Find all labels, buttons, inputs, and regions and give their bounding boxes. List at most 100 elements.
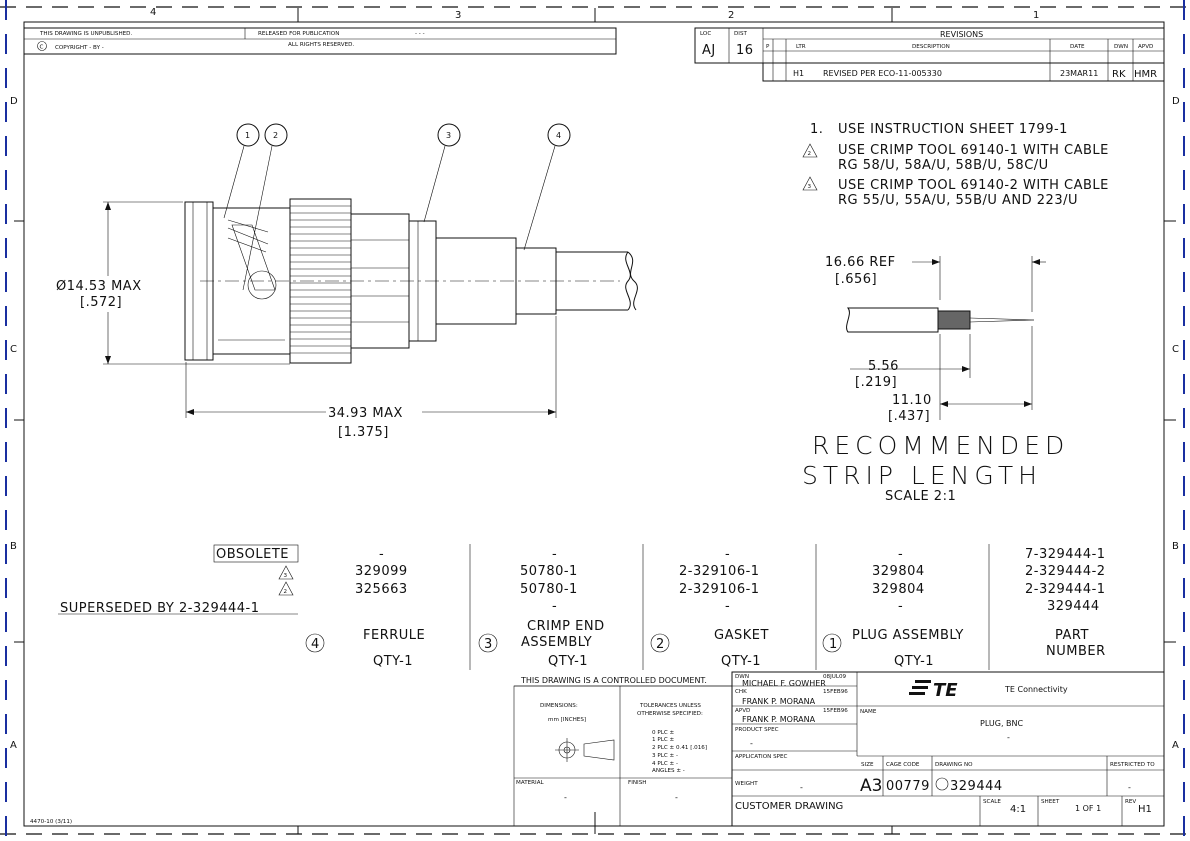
- part-name: PLUG, BNC: [980, 719, 1023, 728]
- bom-flag-3-icon: [278, 565, 294, 580]
- copyright-text: COPYRIGHT - BY -: [55, 45, 104, 51]
- bnc-plug-drawing: [184, 198, 638, 364]
- note-3-text2: RG 55/U, 55A/U, 55B/U AND 223/U: [838, 193, 1078, 208]
- drawing-no-label: DRAWING NO: [935, 762, 973, 768]
- bom-1-qty: QTY-1: [894, 654, 934, 669]
- form-number: 4470-10 (3/11): [30, 819, 72, 825]
- bom-1-r4: -: [898, 599, 903, 614]
- restricted-value: -: [1128, 783, 1131, 792]
- bom-3-name2: ASSEMBLY: [521, 635, 592, 650]
- scale-label: SCALE: [983, 799, 1001, 805]
- zone-c-right: C: [1172, 344, 1179, 355]
- te-logo: TE: [909, 680, 958, 701]
- strip-dim-1: 5.56: [868, 359, 899, 374]
- apvd-date: 15FEB96: [823, 708, 848, 714]
- rev-col-desc: DESCRIPTION: [912, 44, 950, 50]
- rev-desc: REVISED PER ECO-11-005330: [823, 69, 942, 78]
- tol-1: 1 PLC ±: [652, 737, 675, 743]
- rev-col-p: P: [766, 44, 770, 50]
- bom-3-r1: -: [552, 547, 557, 562]
- chk-date: 15FEB96: [823, 689, 848, 695]
- bom-flag-3: 3: [284, 573, 288, 579]
- bom-3-r2: 50780-1: [520, 564, 578, 579]
- bom-2-r2: 2-329106-1: [679, 564, 760, 579]
- bom-2-name: GASKET: [714, 628, 769, 643]
- strip-dim-2: 11.10: [892, 393, 932, 408]
- tol-2: 2 PLC ± 0.41 [.016]: [652, 745, 707, 751]
- strip-dim-2-in: [.437]: [888, 409, 930, 424]
- balloon-3: [437, 123, 461, 147]
- bom-flag-2: 2: [284, 589, 288, 595]
- rev-label: REV: [1125, 799, 1136, 805]
- balloon-1: [236, 123, 260, 147]
- tol-4: 4 PLC ± -: [652, 761, 678, 767]
- bom-3-r3: 50780-1: [520, 582, 578, 597]
- bom-2-qty: QTY-1: [721, 654, 761, 669]
- loc-value: AJ: [702, 43, 716, 58]
- revisions-header: REVISIONS: [940, 30, 983, 39]
- braid-shield: [937, 310, 971, 330]
- revisions-block: LOC AJ DIST 16 REVISIONS P LTR DESCRIPTI…: [694, 27, 1165, 82]
- strip-dim-1-in: [.219]: [855, 375, 897, 390]
- bom-col-part-number: 7-329444-1 2-329444-2 2-329444-1 329444 …: [1025, 547, 1106, 659]
- rev-col-ltr: LTR: [796, 44, 806, 50]
- chk-name: FRANK P. MORANA: [742, 697, 816, 706]
- bom-3-num: 3: [484, 637, 493, 652]
- bom-col-gasket: - 2-329106-1 2-329106-1 - 2 GASKET QTY-1: [650, 547, 769, 669]
- obsolete-label: OBSOLETE: [216, 547, 289, 562]
- scale-value: 4:1: [1010, 804, 1026, 815]
- bom-1-name: PLUG ASSEMBLY: [852, 628, 964, 643]
- publication-strip: THIS DRAWING IS UNPUBLISHED. RELEASED FO…: [23, 27, 617, 55]
- apvd-label: APVD: [735, 708, 750, 714]
- bom-1-r1: -: [898, 547, 903, 562]
- material-value: -: [564, 793, 567, 802]
- tol-0: 0 PLC ±: [652, 730, 675, 736]
- strip-length-detail: 16.66 REF [.656] 5.56 [.219] 11.10 [.437…: [802, 255, 1064, 504]
- dist-value: 16: [736, 43, 754, 58]
- finish-value: -: [675, 793, 678, 802]
- controlled-text: THIS DRAWING IS A CONTROLLED DOCUMENT.: [520, 676, 707, 685]
- name-label: NAME: [860, 709, 877, 715]
- part-name-2: -: [1007, 733, 1010, 742]
- part-r2: 2-329444-2: [1025, 564, 1106, 579]
- bom-4-qty: QTY-1: [373, 654, 413, 669]
- customer-drawing: CUSTOMER DRAWING: [735, 801, 843, 812]
- balloon-2-text: 2: [273, 131, 278, 140]
- balloon-3-text: 3: [446, 131, 451, 140]
- length-dim: 34.93 MAX: [328, 406, 403, 421]
- bom-4-name: FERRULE: [363, 628, 425, 643]
- product-spec-label: PRODUCT SPEC: [735, 727, 779, 733]
- bom-flag-2-icon: [278, 581, 294, 596]
- zone-d-left: D: [10, 96, 18, 107]
- note-3-num: 3: [808, 184, 812, 190]
- bom-4-r2: 329099: [355, 564, 408, 579]
- bom-4-r3: 325663: [355, 582, 408, 597]
- note-3-text: USE CRIMP TOOL 69140-2 WITH CABLE: [838, 178, 1109, 193]
- note-1-num: 1.: [810, 122, 823, 137]
- notes: 1. USE INSTRUCTION SHEET 1799-1 2 USE CR…: [802, 122, 1109, 208]
- superseded-label: SUPERSEDED BY 2-329444-1: [60, 601, 260, 616]
- bom-2-num: 2: [656, 637, 665, 652]
- tolerances-label2: OTHERWISE SPECIFIED:: [637, 711, 703, 717]
- rev-date: 23MAR11: [1060, 69, 1098, 78]
- chk-label: CHK: [735, 689, 747, 695]
- balloon-4: [547, 123, 571, 147]
- drawing-no: 329444: [950, 779, 1003, 794]
- title-block: THIS DRAWING IS A CONTROLLED DOCUMENT. D…: [513, 671, 1165, 827]
- ref-dim: 16.66 REF: [825, 255, 896, 270]
- bom-2-r3: 2-329106-1: [679, 582, 760, 597]
- size-label: SIZE: [861, 762, 874, 768]
- bom-3-qty: QTY-1: [548, 654, 588, 669]
- part-r1: 7-329444-1: [1025, 547, 1106, 562]
- rev-col-dwn: DWN: [1114, 44, 1128, 50]
- strip-scale: SCALE 2:1: [885, 489, 956, 504]
- rev-value: H1: [1138, 804, 1152, 815]
- sheet-value: 1 OF 1: [1075, 804, 1101, 813]
- product-spec-value: -: [750, 739, 753, 748]
- zone-3: 3: [455, 10, 461, 21]
- bom-2-r4: -: [725, 599, 730, 614]
- rev-ltr: H1: [793, 69, 804, 78]
- strip-title-2: STRIP LENGTH: [802, 461, 1042, 490]
- dist-label: DIST: [734, 31, 748, 37]
